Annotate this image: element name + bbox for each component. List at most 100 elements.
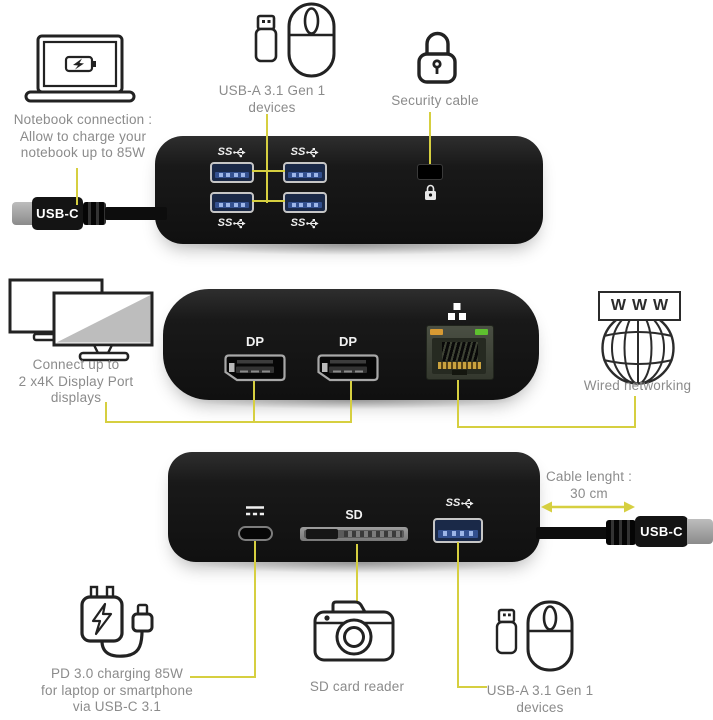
notebook-caption-line1: Notebook connection :	[13, 112, 153, 127]
connector-line-usba-bottom-h	[457, 686, 487, 688]
usb-a-port-2	[283, 162, 327, 183]
superspeed-trident-icon	[306, 218, 319, 228]
ss-label-3: SS	[213, 217, 251, 229]
usb-a-port-5	[433, 518, 483, 543]
ethernet-gold-pins	[438, 362, 481, 369]
connector-line-usba-branch1	[252, 170, 285, 172]
dp-label-2: DP	[338, 334, 358, 349]
displays-caption: Connect up to 2 x4K Display Port display…	[2, 357, 150, 407]
security-caption: Security cable	[391, 93, 479, 108]
connector-line-sd	[356, 544, 358, 601]
cable-length-line2: 30 cm	[570, 485, 608, 501]
usb-c-connector-left-tip	[12, 202, 33, 225]
usb-c-connector-right-tip	[687, 519, 713, 544]
connector-line-usba-branch2	[252, 200, 285, 202]
sd-card-slot	[300, 527, 408, 541]
usb-stick-icon	[254, 14, 278, 63]
ss-text: SS	[217, 217, 233, 229]
connector-line-displays-v	[105, 402, 107, 423]
superspeed-trident-icon	[233, 218, 246, 228]
connector-line-dp1	[253, 381, 255, 423]
dual-monitors-icon	[8, 278, 154, 362]
left-cable	[105, 207, 167, 220]
sd-slot-tab	[306, 529, 338, 539]
notebook-caption: Notebook connection : Allow to charge yo…	[3, 112, 163, 162]
usb-a-port-1	[210, 162, 254, 183]
connector-line-security	[429, 112, 431, 164]
usb-a-port-5-tongue	[438, 529, 478, 538]
connector-line-pd-h	[190, 676, 256, 678]
laptop-icon	[24, 34, 136, 103]
sd-reader-caption: SD card reader	[309, 679, 405, 694]
ss-text: SS	[290, 217, 306, 229]
right-cable-ribs	[606, 520, 636, 545]
notebook-caption-line3: notebook up to 85W	[20, 145, 146, 160]
bottom-dock	[168, 452, 540, 562]
usba-bottom-caption-line2: devices	[516, 699, 564, 715]
displays-caption-line2: 2 x4K Display Port	[18, 373, 134, 389]
notebook-caption-line2: Allow to charge your	[19, 128, 147, 144]
displays-caption-line3: displays	[50, 390, 102, 405]
connector-line-usba-top	[266, 114, 268, 203]
displayport-port-1	[224, 354, 286, 382]
ss-text: SS	[445, 497, 461, 509]
dc-power-icon	[246, 506, 264, 516]
www-text: WWW	[610, 297, 675, 314]
usb-a-port-2-tongue	[288, 171, 322, 179]
ss-label-5: SS	[441, 497, 479, 509]
ethernet-opening	[432, 338, 486, 375]
sd-slot-pins	[344, 531, 402, 537]
usb-c-connector-left: USB-C	[32, 197, 83, 230]
ss-text: SS	[290, 146, 306, 158]
ss-label-1: SS	[213, 146, 251, 158]
superspeed-trident-icon	[306, 147, 319, 157]
mouse-icon	[287, 2, 336, 78]
usba-bottom-caption-line1: USB-A 3.1 Gen 1	[486, 683, 594, 698]
connector-line-usba-bottom-v	[457, 542, 459, 688]
connector-line-displays-h	[105, 421, 352, 423]
connector-line-ethernet-h	[457, 426, 636, 428]
usb-c-connector-right-label: USB-C	[640, 524, 683, 539]
pd-caption-line1: PD 3.0 charging 85W	[50, 666, 184, 681]
connector-line-notebook	[76, 168, 78, 205]
pd-caption-line2: for laptop or smartphone	[41, 682, 193, 698]
usb-a-port-3	[210, 192, 254, 213]
usb-a-port-4	[283, 192, 327, 213]
www-banner: WWW	[598, 291, 681, 321]
displays-caption-line1: Connect up to	[32, 357, 120, 372]
camera-icon	[313, 600, 395, 662]
network-nodes-icon	[448, 303, 466, 320]
usb-c-connector-right: USB-C	[635, 516, 688, 547]
dp-label-1: DP	[245, 334, 265, 349]
usb-c-port	[238, 526, 273, 541]
usb-a-port-3-tongue	[215, 201, 249, 209]
pd-caption-line3: via USB-C 3.1	[72, 699, 162, 714]
superspeed-trident-icon	[461, 498, 474, 508]
connector-line-dp2	[350, 381, 352, 423]
top-dock	[155, 136, 543, 244]
right-cable	[536, 527, 608, 539]
usba-bottom-caption: USB-A 3.1 Gen 1 devices	[465, 683, 615, 716]
displayport-port-2	[317, 354, 379, 382]
connector-line-pd-v	[254, 541, 256, 678]
ethernet-pin-comb	[442, 342, 478, 361]
padlock-icon	[417, 31, 457, 84]
network-caption: Wired networking	[583, 378, 692, 393]
usb-a-port-4-tongue	[288, 201, 322, 209]
sd-label: SD	[345, 508, 363, 522]
usba-top-caption-line2: devices	[248, 99, 296, 115]
usb-c-connector-left-label: USB-C	[36, 206, 79, 221]
cable-length-line1: Cable lenght :	[545, 469, 633, 484]
connector-line-ethernet-v	[457, 380, 459, 428]
mouse-icon-bottom	[526, 600, 574, 672]
length-arrow-icon	[541, 501, 635, 513]
ethernet-port	[426, 325, 494, 380]
ss-label-2: SS	[286, 146, 324, 158]
usb-stick-icon-bottom	[495, 608, 518, 655]
ss-text: SS	[217, 146, 233, 158]
power-adapter-icon	[80, 585, 154, 658]
kensington-lock-icon	[425, 184, 436, 200]
usb-plug-icon	[131, 603, 154, 633]
cable-length-caption: Cable lenght : 30 cm	[535, 469, 643, 502]
